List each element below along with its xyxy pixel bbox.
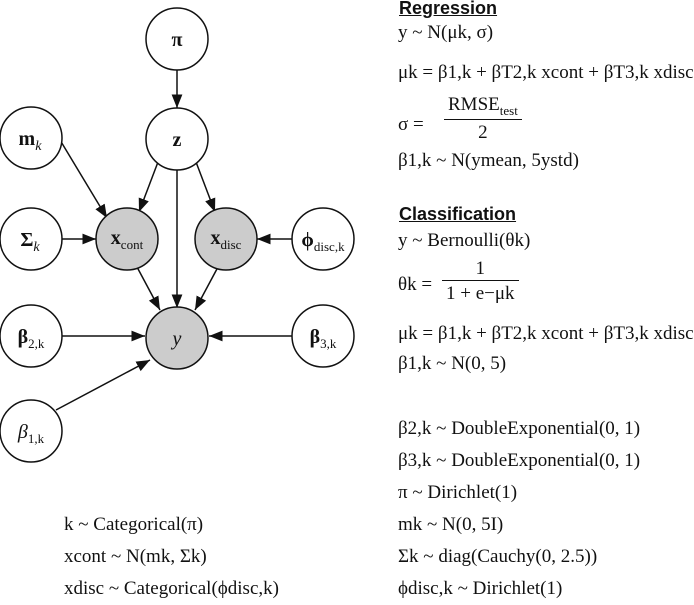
prior-beta2: β2,k ~ DoubleExponential(0, 1) [398, 418, 641, 439]
node-beta2 [0, 304, 63, 368]
regression-eq3-num: RMSE [448, 94, 500, 115]
edge-beta1-y [55, 359, 151, 411]
edges [55, 69, 292, 411]
classification-eq2-lhs: θk = [398, 274, 433, 295]
regression-eq4: β1,k ~ N(ymean, 5ystd) [398, 150, 579, 171]
label-z: z [173, 129, 182, 151]
node-z [145, 107, 209, 171]
node-beta1 [0, 399, 63, 463]
classification-eq2-num: 1 [475, 258, 486, 279]
bottom-eq-k: k ~ Categorical(π) [64, 514, 204, 535]
label-beta1: β1,k [17, 421, 45, 446]
classification-eq4: β1,k ~ N(0, 5) [398, 353, 507, 374]
label-sigma: Σk [20, 229, 40, 255]
classification-heading: Classification [399, 204, 517, 224]
regression-heading: Regression [399, 0, 498, 18]
node-sigma [0, 207, 63, 271]
classification-eq2-fraction: 1 1 + e−μk [442, 258, 519, 305]
classification-eq2-den: 1 + e−μk [442, 280, 519, 305]
node-xdisc [194, 207, 258, 271]
prior-beta3: β3,k ~ DoubleExponential(0, 1) [398, 450, 641, 471]
node-m [0, 106, 63, 170]
label-y: y [171, 328, 182, 350]
edge-z-xcont [138, 161, 159, 213]
regression-eq3-num-sub: test [499, 102, 518, 118]
edge-xcont-y [136, 266, 161, 311]
node-beta3 [291, 304, 355, 368]
classification-eq3: μk = β1,k + βT2,k xcont + βT3,k xdisc [398, 323, 694, 344]
node-y [145, 306, 209, 370]
node-xcont [95, 207, 159, 271]
prior-sigma: Σk ~ diag(Cauchy(0, 2.5)) [398, 546, 598, 567]
prior-pi: π ~ Dirichlet(1) [398, 482, 518, 503]
edge-z-xdisc [195, 161, 216, 213]
regression-eq2: μk = β1,k + βT2,k xcont + βT3,k xdisc [398, 62, 694, 83]
bottom-eq-xcont: xcont ~ N(mk, Σk) [64, 546, 207, 567]
edge-xdisc-y [194, 266, 219, 311]
classification-eq1: y ~ Bernoulli(θk) [398, 230, 531, 251]
regression-eq3-den: 2 [444, 118, 522, 144]
regression-eq3-fraction: RMSEtest 2 [444, 94, 522, 144]
label-pi: π [172, 29, 183, 51]
regression-eq1: y ~ N(μk, σ) [398, 22, 494, 43]
prior-phi: ϕdisc,k ~ Dirichlet(1) [398, 578, 563, 599]
graphical-model: π z mk Σk xcont xdisc ϕdisc,k β2,k y β3,… [0, 7, 355, 463]
label-xcont: xcont [111, 227, 144, 252]
bottom-eq-xdisc: xdisc ~ Categorical(ϕdisc,k) [64, 578, 279, 599]
node-pi [145, 7, 209, 71]
label-m: mk [19, 128, 43, 154]
prior-m: mk ~ N(0, 5I) [398, 514, 504, 535]
label-phi: ϕdisc,k [301, 229, 345, 254]
label-xdisc: xdisc [211, 227, 242, 252]
label-beta2: β2,k [18, 326, 45, 351]
label-beta3: β3,k [310, 326, 337, 351]
edge-m-xcont [59, 139, 108, 219]
node-phi [291, 207, 355, 271]
regression-eq3-lhs: σ = [398, 114, 424, 135]
